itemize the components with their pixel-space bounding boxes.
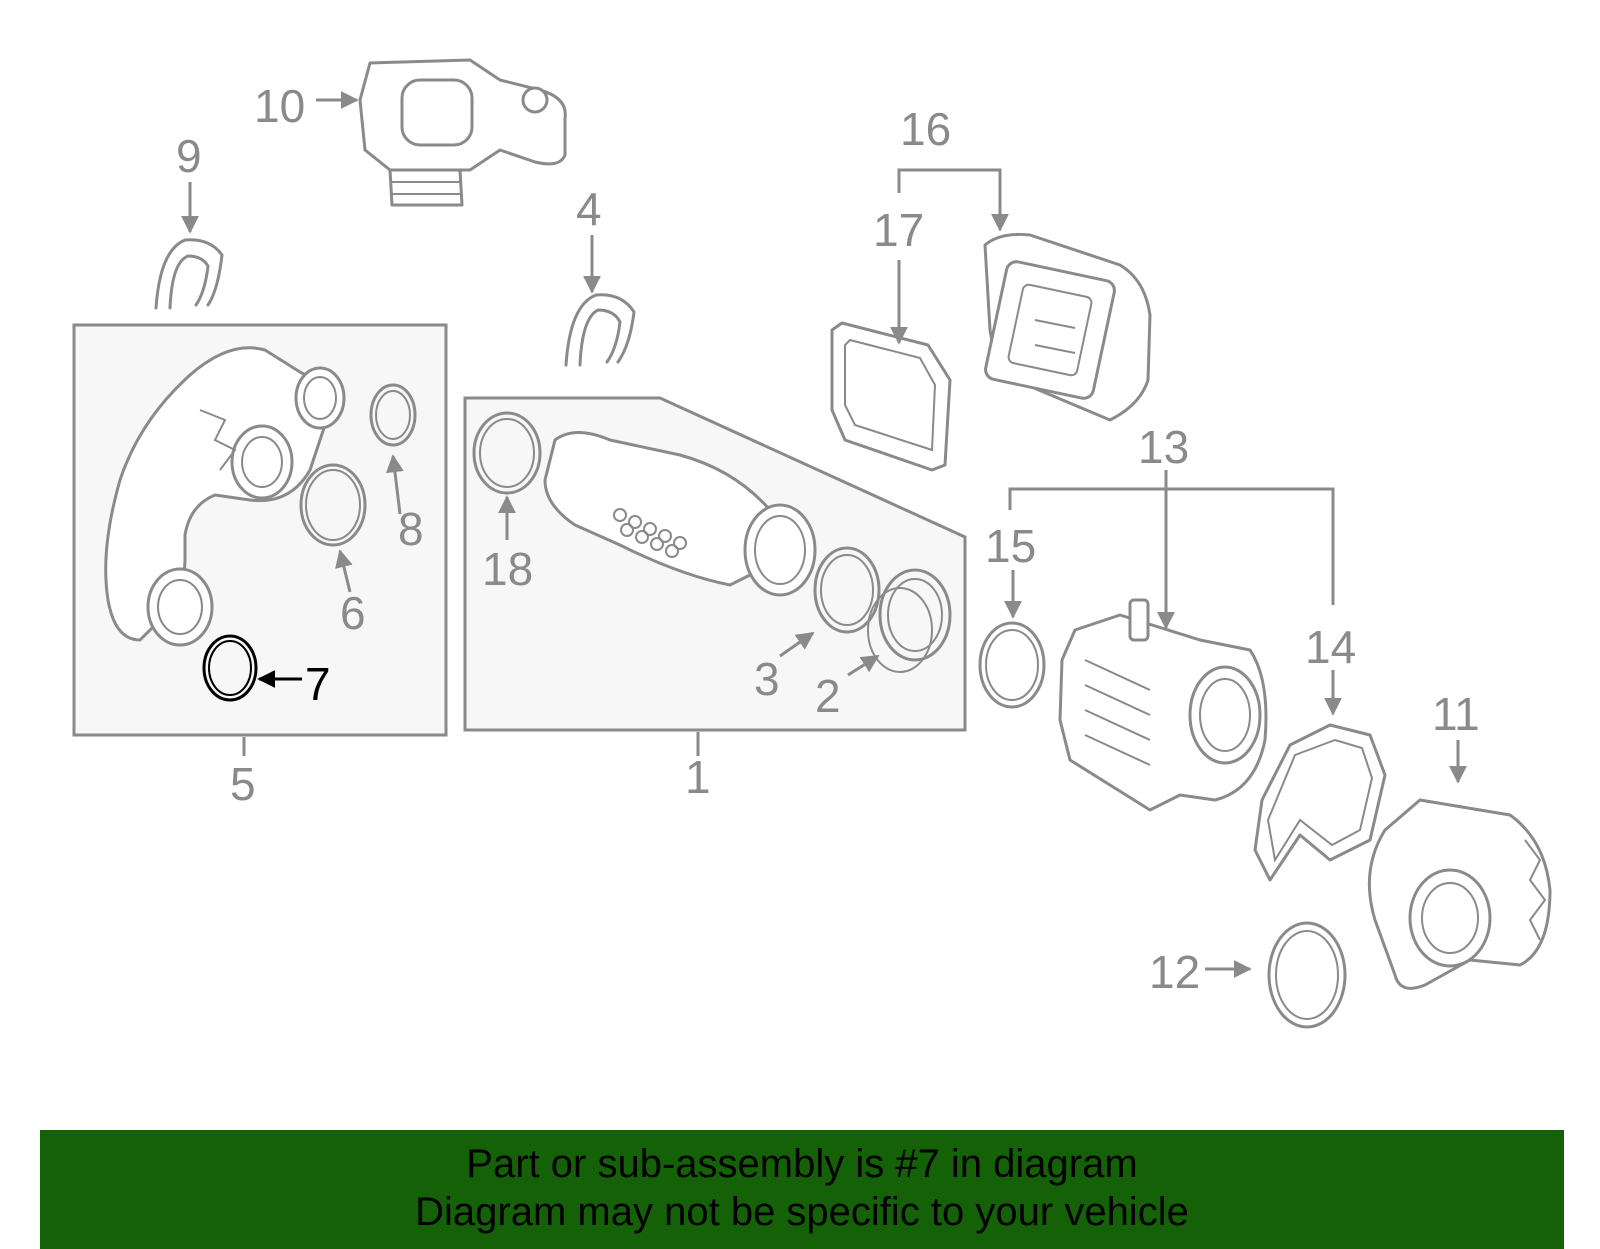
callout-14: 14: [1305, 621, 1356, 673]
banner-line-1: Part or sub-assembly is #7 in diagram: [466, 1142, 1138, 1186]
part-10-sensor[interactable]: [358, 58, 567, 207]
part-12-clamp[interactable]: [1267, 921, 1347, 1029]
callout-16: 16: [900, 103, 951, 155]
callout-1: 1: [685, 751, 711, 803]
callout-8: 8: [398, 503, 424, 555]
callout-17: 17: [873, 204, 924, 256]
part-14-gasket[interactable]: [1253, 723, 1387, 882]
banner-line-2: Diagram may not be specific to your vehi…: [415, 1190, 1189, 1234]
info-banner: Part or sub-assembly is #7 in diagram Di…: [40, 1130, 1564, 1249]
callout-7: 7: [305, 658, 331, 710]
callout-2: 2: [815, 670, 841, 722]
part-6-seal[interactable]: [299, 463, 367, 547]
callout-4: 4: [576, 183, 602, 235]
part-2-coupler[interactable]: [867, 568, 952, 673]
part-3-clamp[interactable]: [813, 546, 881, 634]
callout-15: 15: [985, 520, 1036, 572]
callout-6: 6: [340, 587, 366, 639]
part-11-housing[interactable]: [1367, 798, 1552, 990]
part-15-seal[interactable]: [978, 621, 1046, 709]
part-5-air-duct[interactable]: [104, 346, 346, 647]
callout-12: 12: [1149, 946, 1200, 998]
callout-5: 5: [230, 758, 256, 810]
callout-10: 10: [254, 80, 305, 132]
part-16-module[interactable]: [983, 233, 1152, 422]
part-7-seal-highlighted[interactable]: [202, 634, 258, 702]
callout-11: 11: [1432, 688, 1480, 740]
callout-13: 13: [1138, 421, 1189, 473]
part-13-throttle-body[interactable]: [1058, 598, 1268, 812]
leader-lines: [181, 91, 1467, 978]
callout-3: 3: [754, 653, 780, 705]
callout-18: 18: [482, 543, 533, 595]
callout-9: 9: [176, 130, 202, 182]
part-9-clip[interactable]: [154, 238, 224, 310]
part-1-resonator[interactable]: [543, 431, 817, 597]
part-17-gasket[interactable]: [830, 321, 952, 472]
part-8-seal[interactable]: [369, 383, 417, 447]
part-4-clip[interactable]: [564, 293, 636, 367]
part-18-seal[interactable]: [472, 411, 542, 495]
